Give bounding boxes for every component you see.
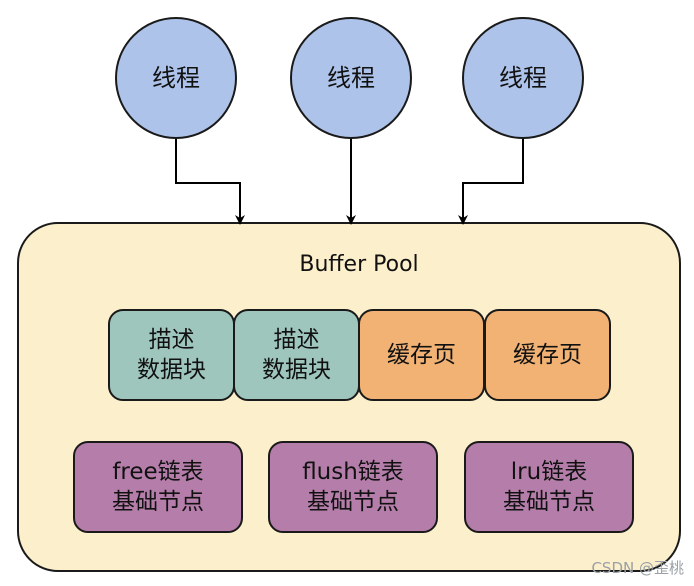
watermark: CSDN @歪桃 bbox=[591, 559, 684, 577]
descriptor-block-2 bbox=[233, 309, 360, 401]
cache-page-block-1 bbox=[358, 309, 485, 401]
thread-circle-2 bbox=[290, 17, 412, 139]
flush-list-node bbox=[268, 441, 438, 533]
thread-arrow-3 bbox=[458, 138, 524, 225]
descriptor-block-1 bbox=[108, 309, 235, 401]
free-list-node bbox=[73, 441, 243, 533]
cache-page-block-2 bbox=[484, 309, 611, 401]
lru-list-node bbox=[464, 441, 634, 533]
thread-arrow-1 bbox=[175, 138, 245, 225]
thread-circle-1 bbox=[115, 17, 237, 139]
thread-circle-3 bbox=[462, 17, 584, 139]
